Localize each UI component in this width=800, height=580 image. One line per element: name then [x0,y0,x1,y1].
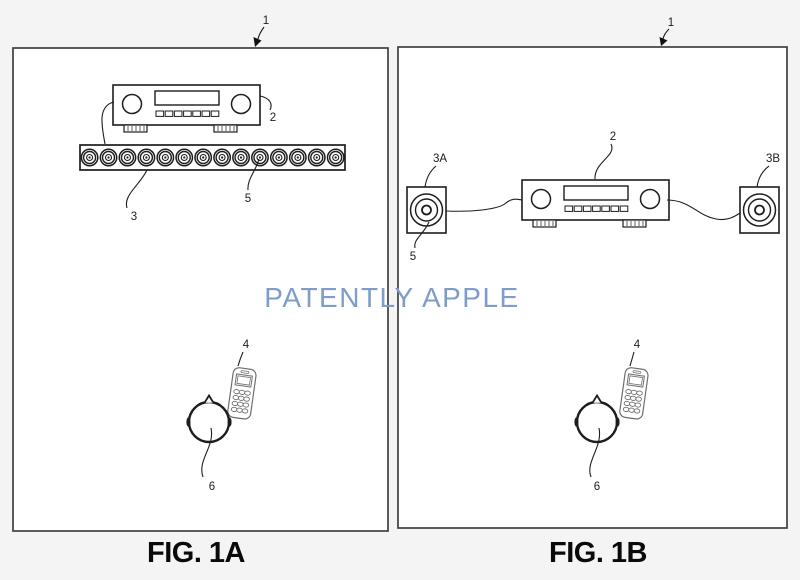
leader-line [237,351,244,367]
receiver-bar-wire [101,101,115,145]
speaker-driver-icon [307,148,326,167]
leader-line [125,169,148,209]
leader-line [259,95,272,111]
ref-label-system-a: 1 [263,15,269,27]
speaker-driver-icon [288,148,307,167]
ref-label-phone-b: 4 [634,339,641,351]
leader-line [424,165,437,188]
ref-label-left-speaker: 3A [433,153,447,165]
speaker-driver-icon [269,148,288,167]
speaker-driver-icon [99,148,118,167]
speaker-driver-icon [118,148,137,167]
leader-line [257,26,265,40]
speaker-driver-icon [175,148,194,167]
receiver-icon-b [521,179,670,228]
arrowhead-icon [253,37,262,47]
receiver-icon-a [112,84,261,133]
speaker-driver-icon [232,148,250,167]
ref-label-listener-a: 6 [209,481,215,493]
speaker-driver-icon [251,148,269,167]
left-speaker-wire [445,198,523,212]
leader-line [756,165,770,188]
leader-line [247,158,260,191]
fig-1b-caption: FIG. 1B [549,537,647,569]
right-speaker-wire [666,199,741,221]
ref-label-receiver-a: 2 [270,112,276,124]
speaker-driver-icon [326,148,345,167]
speaker-driver-icon [156,148,175,167]
figure-1a-panel [12,47,389,532]
leader-line [414,221,430,249]
leader-line [201,427,213,478]
patently-apple-watermark: PATENTLY APPLE [264,282,519,313]
arrowhead-icon [659,37,668,46]
ref-label-speaker-unit-a: 5 [245,193,251,205]
ref-label-speaker-array: 3 [131,211,137,223]
ref-label-speaker-unit-b: 5 [410,251,416,263]
leader-line [589,427,601,478]
ref-label-system-b: 1 [668,17,674,29]
figure-1b-panel [397,46,788,529]
ref-label-phone-a: 4 [243,339,250,351]
speaker-driver-icon [213,148,232,167]
leader-line [594,143,613,180]
ref-callout-system-a: 1 [253,15,269,47]
right-speaker-icon [739,186,780,234]
speaker-driver-icon [194,148,213,167]
ref-label-listener-b: 6 [594,481,600,493]
speaker-driver-icon [80,148,99,167]
leader-line [629,351,635,367]
leader-line [662,28,670,40]
fig-1a-caption: FIG. 1A [147,537,246,569]
speaker-driver-icon [137,148,156,167]
ref-label-right-speaker: 3B [766,153,780,165]
ref-callout-system-b: 1 [659,17,674,46]
ref-label-receiver-b: 2 [610,131,616,143]
